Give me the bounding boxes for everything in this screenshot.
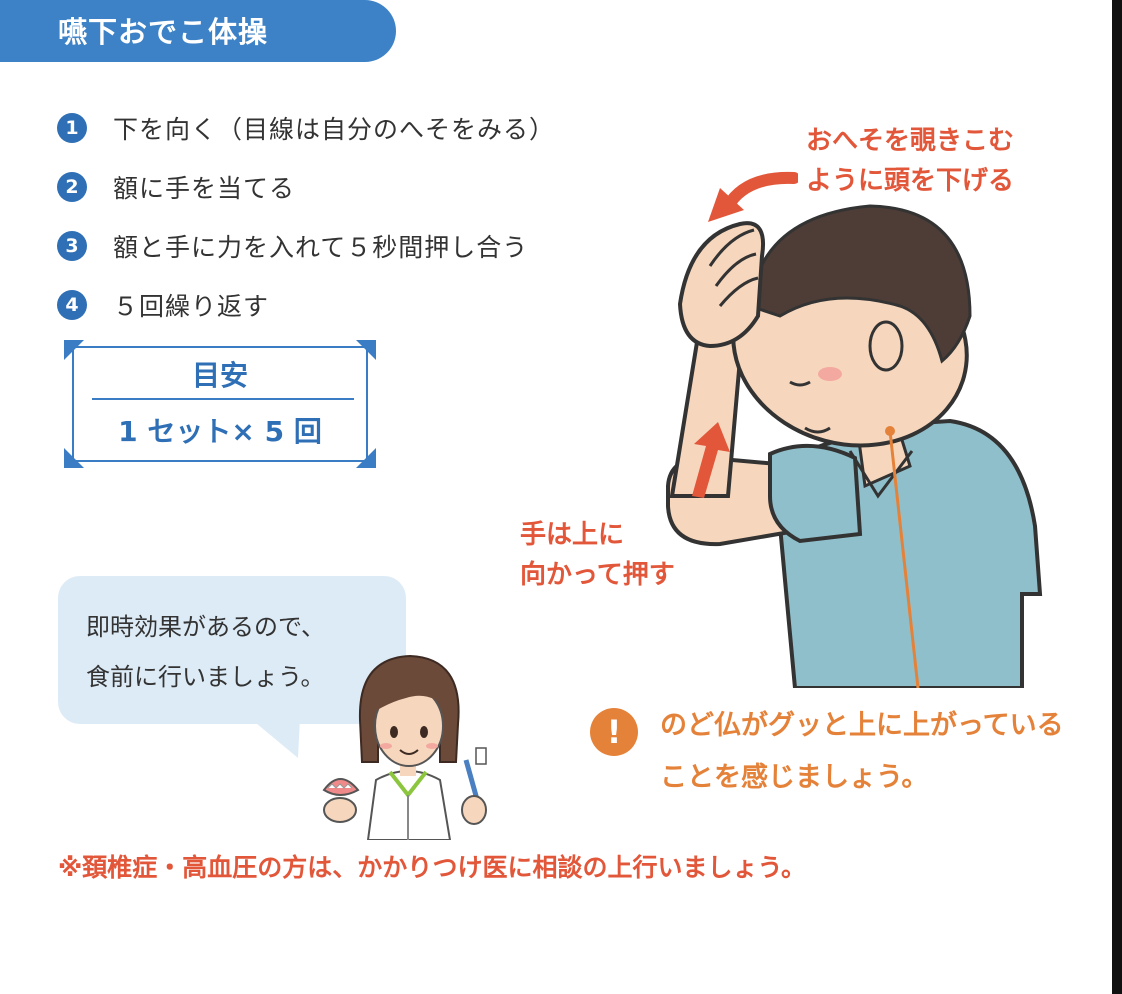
step-item: 3 額と手に力を入れて５秒間押し合う	[57, 216, 555, 275]
corner-mark-icon	[64, 340, 84, 360]
annotation-line: ことを感じましょう。	[660, 762, 929, 793]
step-list: 1 下を向く（目線は自分のへそをみる） 2 額に手を当てる 3 額と手に力を入れ…	[57, 98, 555, 334]
step-item: 2 額に手を当てる	[57, 157, 555, 216]
annotation-line: おへそを覗きこむ	[806, 126, 1015, 156]
annotation-line: のど仏がグッと上に上がっている	[660, 710, 1064, 741]
corner-mark-icon	[356, 448, 376, 468]
annotation-line: 手は上に	[520, 520, 625, 550]
step-text: 下を向く（目線は自分のへそをみる）	[113, 114, 556, 144]
speech-bubble: 即時効果があるので、 食前に行いましょう。	[58, 576, 406, 724]
alert-exclamation-icon: !	[590, 708, 638, 756]
step-text: 額と手に力を入れて５秒間押し合う	[113, 232, 529, 262]
caution-footnote: ※頚椎症・高血圧の方は、かかりつけ医に相談の上行いましょう。	[58, 853, 807, 882]
title-banner: 嚥下おでこ体操	[0, 0, 396, 62]
corner-mark-icon	[64, 448, 84, 468]
lean-instruction: おへそを覗きこむ ように頭を下げる	[806, 121, 1014, 201]
push-instruction: 手は上に 向かって押す	[520, 515, 675, 595]
right-edge-bar	[1112, 0, 1122, 994]
curved-arrow-left-icon	[708, 171, 798, 222]
bubble-line: 食前に行いましょう。	[86, 663, 325, 691]
guide-label: 目安	[191, 359, 248, 392]
page-title: 嚥下おでこ体操	[58, 15, 269, 49]
man-illustration	[666, 204, 1043, 688]
corner-mark-icon	[356, 340, 376, 360]
step-text: ５回繰り返す	[113, 291, 270, 321]
guide-border	[72, 346, 368, 462]
step-item: 1 下を向く（目線は自分のへそをみる）	[57, 98, 555, 157]
step-number-icon: 3	[57, 230, 87, 261]
bubble-line: 即時効果があるので、	[86, 613, 326, 641]
guide-box: 目安 1 セット× 5 回	[64, 340, 376, 468]
annotation-line: ように頭を下げる	[806, 166, 1015, 196]
step-number-icon: 1	[57, 112, 87, 143]
step-text: 額に手を当てる	[113, 173, 296, 203]
step-number-icon: 4	[57, 289, 87, 320]
bubble-text: 即時効果があるので、 食前に行いましょう。	[86, 602, 325, 702]
guide-value: 1 セット× 5 回	[118, 415, 322, 448]
step-number-icon: 2	[57, 171, 87, 202]
adams-apple-note: のど仏がグッと上に上がっている ことを感じましょう。	[660, 700, 1064, 804]
annotation-line: 向かって押す	[520, 560, 675, 590]
step-item: 4 ５回繰り返す	[57, 275, 555, 334]
bubble-tail	[250, 718, 300, 758]
nurse-illustration	[322, 654, 487, 840]
guide-divider	[92, 398, 354, 400]
